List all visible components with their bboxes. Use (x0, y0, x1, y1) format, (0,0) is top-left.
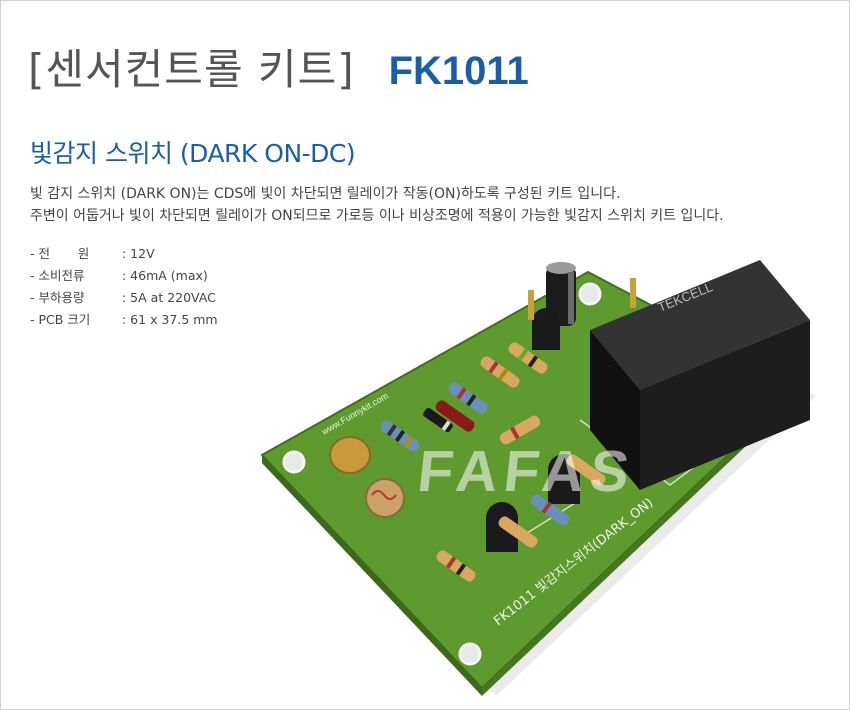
cds-sensor (365, 478, 405, 518)
kit-category-title: [센서컨트롤 키트] (28, 45, 355, 94)
spec-list: - 전 원 : 12V - 소비전류 : 46mA (max) - 부하용량 :… (30, 243, 218, 331)
watermark: FAFAS (414, 439, 639, 504)
header: [센서컨트롤 키트] FK1011 (28, 36, 529, 96)
spec-label: - 부하용량 (30, 290, 85, 305)
spec-value: : 46mA (max) (122, 268, 208, 283)
spec-label: - PCB 크기 (30, 312, 91, 327)
model-number: FK1011 (388, 49, 529, 93)
ceramic-capacitor (329, 436, 371, 474)
spec-row-current: - 소비전류 : 46mA (max) (30, 265, 218, 287)
header-pins (528, 278, 636, 320)
spec-row-load: - 부하용량 : 5A at 220VAC (30, 287, 218, 309)
pcb-product-photo: TEKCELL www.Funnykit.com FK1011 빛감지스위치(D… (260, 260, 816, 696)
product-title: 빛감지 스위치 (DARK ON-DC) (30, 139, 356, 168)
spec-label: - 소비전류 (30, 268, 85, 283)
spec-row-power: - 전 원 : 12V (30, 243, 218, 265)
spec-value: : 12V (122, 246, 155, 261)
description-line-2: 주변이 어둡거나 빛이 차단되면 릴레이가 ON되므로 가로등 이나 비상조명에… (30, 208, 724, 224)
spec-row-pcb-size: - PCB 크기 : 61 x 37.5 mm (30, 309, 218, 331)
diode (423, 407, 453, 433)
spec-value: : 61 x 37.5 mm (122, 312, 218, 327)
spec-label: - 전 원 (30, 246, 90, 261)
resistors (380, 342, 606, 582)
spec-value: : 5A at 220VAC (122, 290, 216, 305)
description: 빛 감지 스위치 (DARK ON)는 CDS에 빛이 차단되면 릴레이가 작동… (30, 183, 830, 227)
description-line-1: 빛 감지 스위치 (DARK ON)는 CDS에 빛이 차단되면 릴레이가 작동… (30, 186, 621, 202)
